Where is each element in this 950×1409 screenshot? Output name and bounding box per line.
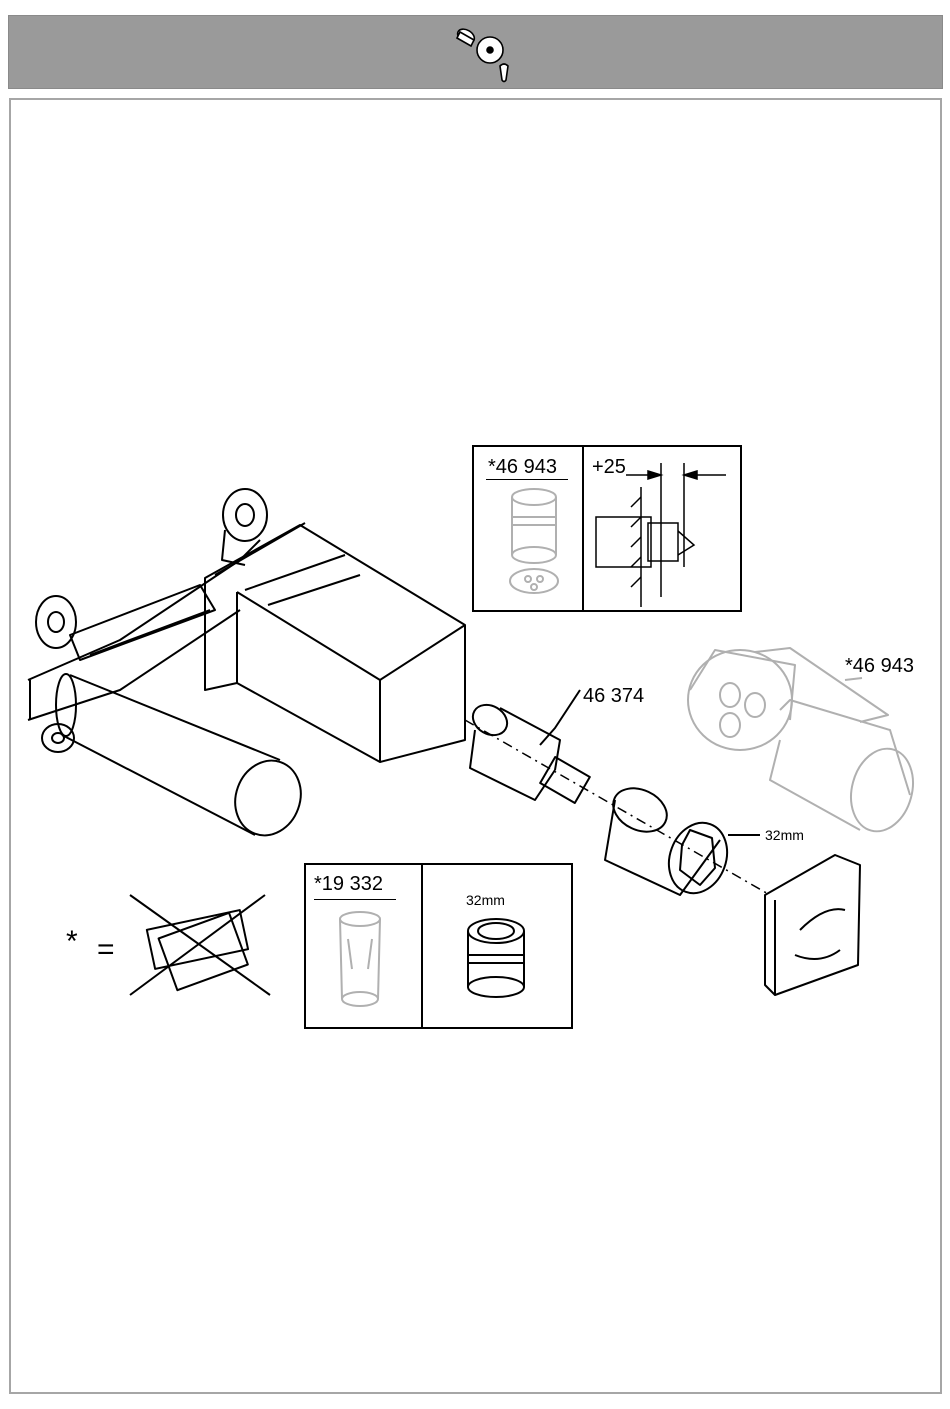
mounting-bracket	[28, 489, 267, 752]
inset-cartridge-depth: *46 943 +25	[472, 445, 742, 612]
tool-code-label: *19 332	[314, 874, 383, 894]
nut-thumbnail-icon	[456, 915, 536, 1005]
inset-divider	[421, 865, 423, 1027]
threaded-sleeve	[605, 780, 760, 901]
valve-housing-box	[205, 523, 465, 762]
cover-plate	[765, 855, 860, 995]
cartridge-code-label: 46 374	[583, 686, 644, 706]
spout-pipe	[56, 674, 311, 845]
cartridge-thumbnail-icon	[494, 485, 574, 605]
cartridge	[467, 690, 589, 803]
tool-nut-size-label: 32mm	[466, 893, 505, 907]
inset-divider	[582, 447, 584, 610]
legend-equals: =	[97, 935, 115, 965]
wall-depth-diagram	[586, 457, 738, 607]
label-underline	[486, 479, 568, 480]
tool-thumbnail-icon	[328, 909, 398, 1019]
no-cleaner-symbol	[130, 895, 270, 995]
label-underline	[314, 899, 396, 900]
exploded-cartridge-code-label: *46 943	[845, 656, 914, 676]
legend-asterisk: *	[66, 927, 78, 957]
inset-code-label: *46 943	[488, 457, 557, 477]
nut-size-label: 32mm	[765, 828, 804, 842]
inset-tool: *19 332 32mm	[304, 863, 573, 1029]
